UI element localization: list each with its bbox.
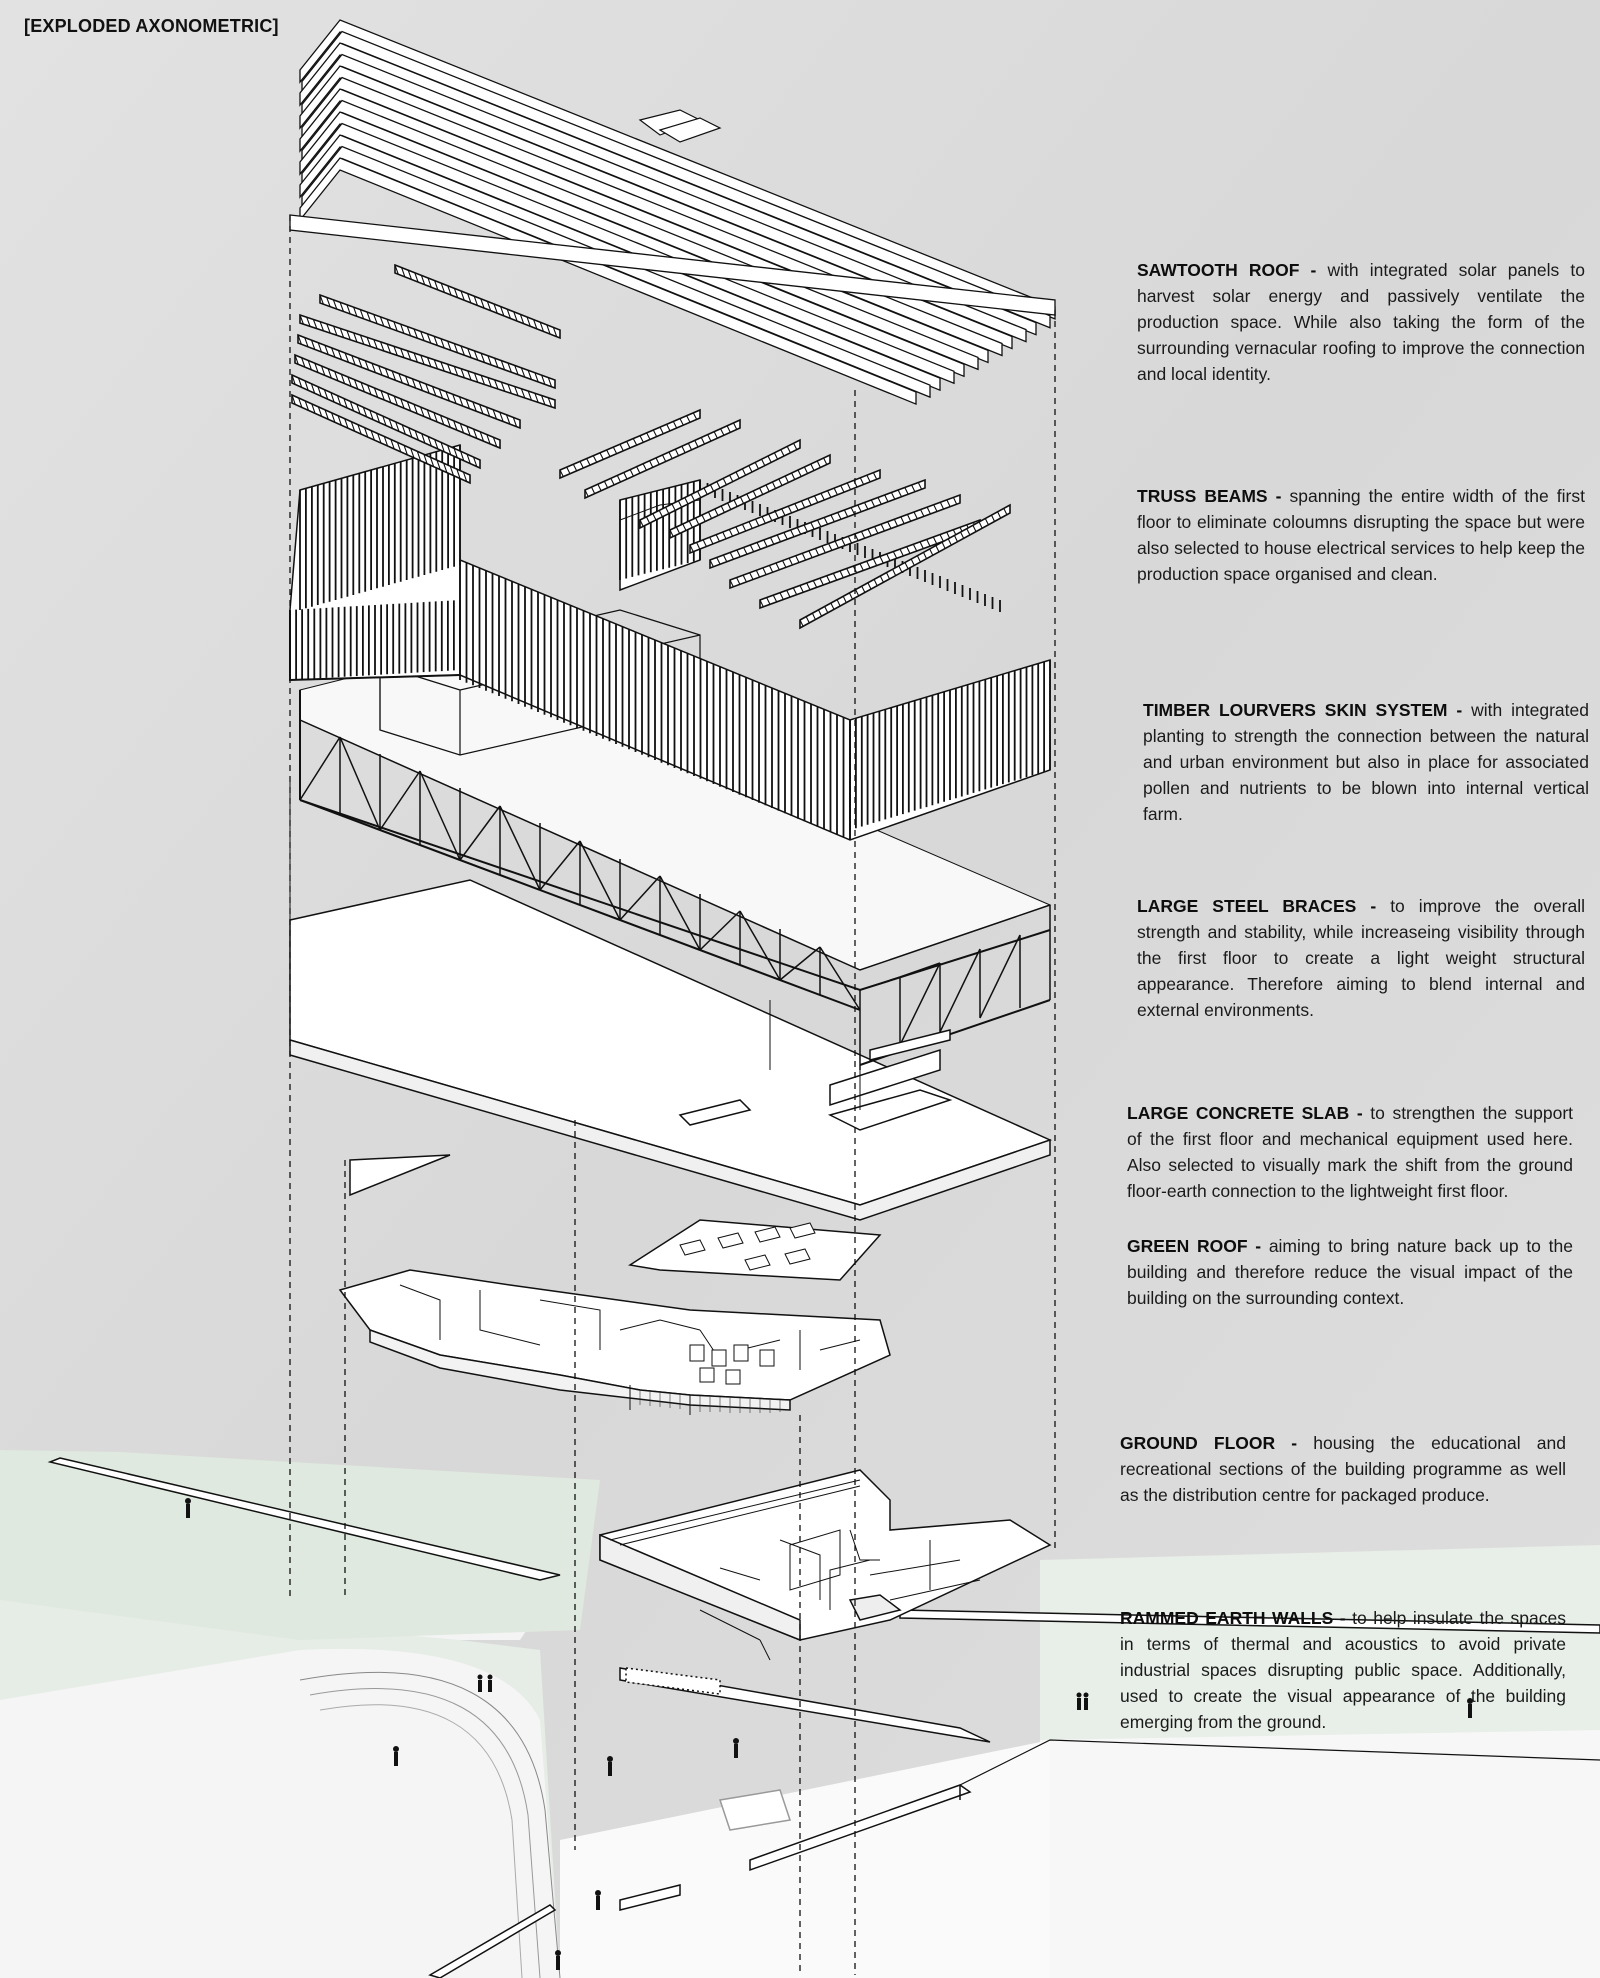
annotation-heading: SAWTOOTH ROOF -	[1137, 260, 1317, 280]
annotation-concrete-slab: LARGE CONCRETE SLAB - to strengthen the …	[1127, 1100, 1573, 1204]
annotation-heading: GREEN ROOF -	[1127, 1236, 1262, 1256]
truss-beam	[729, 493, 961, 590]
annotation-sawtooth-roof: SAWTOOTH ROOF - with integrated solar pa…	[1137, 257, 1585, 387]
annotation-heading: RAMMED EARTH WALLS -	[1120, 1608, 1346, 1628]
truss-beam	[319, 293, 556, 390]
annotation-text: spanning the entire width of the first f…	[1137, 486, 1585, 584]
annotation-text: housing the educational and recreational…	[1120, 1433, 1566, 1505]
roof-strip	[299, 42, 1037, 336]
louvre-fins	[289, 445, 1051, 840]
ground-floor-layer	[599, 1469, 1052, 1661]
annotation-truss-beams: TRUSS BEAMS - spanning the entire width …	[1137, 483, 1585, 587]
annotation-steel-braces: LARGE STEEL BRACES - to improve the over…	[1137, 893, 1585, 1023]
diagram-title: [EXPLODED AXONOMETRIC]	[24, 16, 279, 36]
truss-beam	[299, 313, 556, 410]
roof-skylight	[658, 117, 722, 143]
steel-braces-layer	[289, 609, 1052, 1110]
annotation-text: to improve the overall strength and stab…	[1137, 896, 1585, 1020]
site-ground	[0, 1450, 1600, 1978]
truss-beam	[291, 393, 471, 485]
truss-beam	[669, 453, 831, 540]
roof-strip	[299, 111, 965, 378]
truss-beam	[559, 408, 701, 480]
annotation-text: with integrated planting to strength the…	[1143, 700, 1589, 824]
people-figures	[185, 1498, 1473, 1970]
projection-lines	[289, 215, 1056, 1975]
truss-beam	[297, 333, 521, 430]
annotation-ground-floor: GROUND FLOOR - housing the educational a…	[1120, 1430, 1566, 1508]
annotation-text: to strengthen the support of the first f…	[1127, 1103, 1574, 1201]
annotation-rammed-earth-walls: RAMMED EARTH WALLS - to help insulate th…	[1120, 1605, 1566, 1735]
roof-strip	[299, 65, 1013, 350]
roof-strip	[299, 19, 1056, 320]
first-floor-plan-layer	[338, 1269, 891, 1415]
roof-strip	[299, 134, 941, 392]
truss-beam	[639, 438, 801, 530]
truss-beam	[294, 353, 501, 450]
annotation-text: with integrated solar panels to harvest …	[1137, 260, 1585, 384]
sawtooth-roof-layer	[289, 19, 1056, 406]
annotation-text: aiming to bring nature back up to the bu…	[1127, 1236, 1573, 1308]
truss-beam	[709, 478, 926, 570]
annotation-timber-louvres: TIMBER LOURVERS SKIN SYSTEM - with integ…	[1143, 697, 1589, 827]
annotation-text: to help insulate the spaces in terms of …	[1120, 1608, 1566, 1732]
annotation-heading: LARGE STEEL BRACES -	[1137, 896, 1377, 916]
truss-beam	[799, 503, 1011, 630]
truss-beam	[291, 373, 481, 470]
green-roof-layer	[627, 1219, 882, 1281]
roof-strip	[299, 88, 989, 364]
annotation-heading: GROUND FLOOR -	[1120, 1433, 1298, 1453]
triangle-slab-piece	[349, 1154, 451, 1197]
annotation-heading: TRUSS BEAMS -	[1137, 486, 1282, 506]
annotation-heading: TIMBER LOURVERS SKIN SYSTEM -	[1143, 700, 1463, 720]
brace-diagonals	[299, 720, 1021, 1046]
truss-beam	[394, 263, 561, 340]
annotation-green-roof: GREEN ROOF - aiming to bring nature back…	[1127, 1233, 1573, 1311]
annotation-heading: LARGE CONCRETE SLAB -	[1127, 1103, 1363, 1123]
truss-beams-layer	[291, 263, 1011, 630]
truss-beam	[584, 418, 741, 500]
